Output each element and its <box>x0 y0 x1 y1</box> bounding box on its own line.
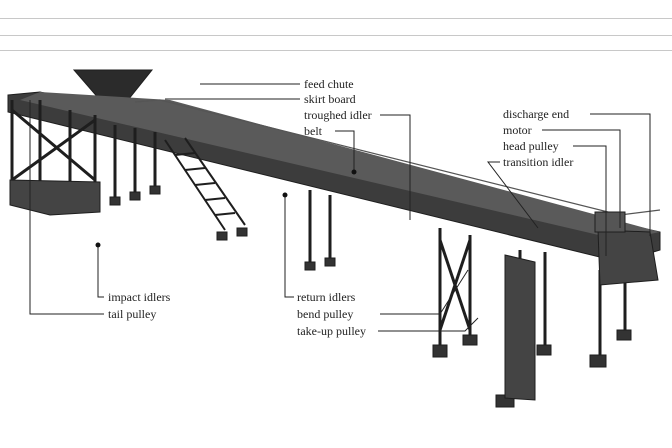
tail-base <box>9 179 101 216</box>
label-feed-chute: feed chute <box>304 77 354 91</box>
leader-lines <box>29 83 651 332</box>
belt-top <box>20 92 660 240</box>
label-take-up-pulley: take-up pulley <box>297 324 366 338</box>
take-up-tower <box>504 254 536 401</box>
label-motor: motor <box>503 123 532 137</box>
label-transition-idler: transition idler <box>503 155 574 169</box>
label-head-pulley: head pulley <box>503 139 559 153</box>
leader-dots <box>95 169 357 248</box>
label-bend-pulley: bend pulley <box>297 307 354 321</box>
head-drive <box>597 229 659 286</box>
top-rule-2 <box>0 35 672 36</box>
handrail <box>134 99 661 216</box>
label-belt: belt <box>304 124 322 138</box>
motor-box <box>594 211 626 233</box>
label-impact-idlers: impact idlers <box>108 290 171 304</box>
label-return-idlers: return idlers <box>297 290 356 304</box>
conveyor-structure <box>7 69 661 408</box>
tail-support <box>10 100 97 195</box>
top-rule-3 <box>0 50 672 51</box>
footings <box>109 185 632 408</box>
label-tail-pulley: tail pulley <box>108 307 157 321</box>
top-rule-1 <box>0 18 672 19</box>
stairs <box>164 137 246 231</box>
label-discharge-end: discharge end <box>503 107 570 121</box>
label-skirt-board: skirt board <box>304 92 356 106</box>
label-troughed-idler: troughed idler <box>304 108 372 122</box>
